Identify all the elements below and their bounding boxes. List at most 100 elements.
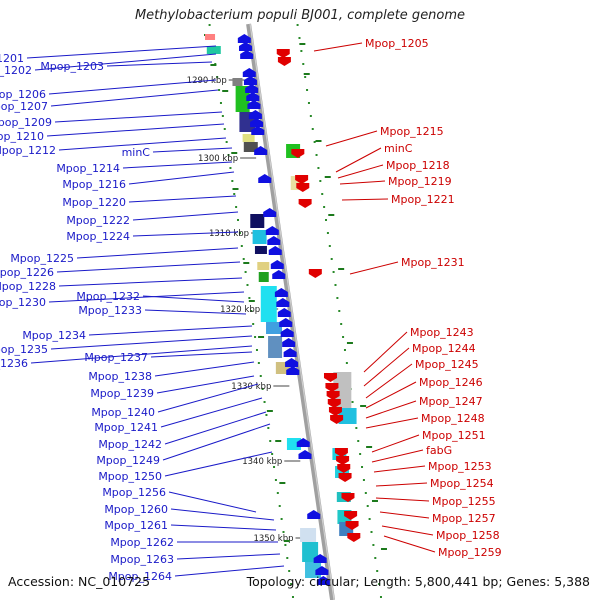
gene-arrow xyxy=(298,199,312,208)
label-leader-line xyxy=(157,383,259,413)
track-dot xyxy=(351,401,354,403)
track-segment xyxy=(371,500,378,502)
scale-label: 1320 kbp xyxy=(220,305,260,315)
gene-arrow xyxy=(242,68,256,77)
track-dot xyxy=(364,492,367,494)
track-dot xyxy=(240,245,243,247)
track-dot xyxy=(317,167,320,169)
gene-arrow xyxy=(243,76,257,85)
track-dot xyxy=(304,76,307,78)
feature-block xyxy=(242,134,255,142)
label-leader-line xyxy=(365,400,417,419)
label-leader-line xyxy=(58,137,227,151)
left-gene-label: Mpop_1206 xyxy=(0,88,46,101)
label-leader-line xyxy=(170,508,275,521)
track-dot xyxy=(231,180,234,182)
track-dot xyxy=(321,193,324,195)
track-dot xyxy=(223,128,226,130)
label-leader-line xyxy=(76,247,239,259)
gene-arrow xyxy=(280,328,294,337)
gene-arrow xyxy=(323,373,337,382)
track-dot xyxy=(274,479,277,481)
left-gene-label: Mpop_1202 xyxy=(0,64,32,77)
gene-arrow xyxy=(277,308,291,317)
label-leader-line xyxy=(371,449,424,463)
track-dot xyxy=(280,518,283,520)
track-dot xyxy=(284,544,287,546)
gene-arrow xyxy=(245,84,259,93)
label-leader-line xyxy=(375,482,428,487)
gene-arrow xyxy=(315,566,329,575)
label-leader-line xyxy=(174,565,285,577)
feature-block xyxy=(266,322,283,334)
feature-block xyxy=(300,528,317,542)
track-dot xyxy=(208,24,211,26)
gene-arrow xyxy=(337,464,351,473)
track-dot xyxy=(361,466,364,468)
gene-arrow xyxy=(285,358,299,367)
track-segment xyxy=(324,176,331,178)
track-segment xyxy=(366,446,373,448)
track-dot xyxy=(343,349,346,351)
gene-arrow xyxy=(344,511,358,520)
label-leader-line xyxy=(381,525,434,536)
track-dot xyxy=(325,219,328,221)
gene-arrow xyxy=(328,407,342,416)
gene-arrow xyxy=(282,338,296,347)
label-leader-line xyxy=(164,451,273,477)
label-leader-line xyxy=(365,381,417,409)
gene-arrow xyxy=(308,269,322,278)
track-dot xyxy=(311,128,314,130)
left-gene-label: Mpop_1236 xyxy=(0,357,28,370)
accession-text: Accession: NC_010725 xyxy=(8,574,151,589)
track-dot xyxy=(328,245,331,247)
left-gene-label: Mpop_1250 xyxy=(98,470,162,483)
track-segment xyxy=(266,410,273,412)
track-dot xyxy=(332,271,335,273)
right-gene-label: Mpop_1247 xyxy=(419,395,483,408)
track-dot xyxy=(276,492,279,494)
label-leader-line xyxy=(363,347,410,387)
label-leader-line xyxy=(128,171,235,185)
track-dot xyxy=(372,544,375,546)
label-leader-line xyxy=(341,198,389,201)
track-dot xyxy=(370,531,373,533)
track-dot xyxy=(323,206,326,208)
track-dot xyxy=(261,388,264,390)
feature-block xyxy=(250,214,265,228)
track-dot xyxy=(355,427,358,429)
track-segment xyxy=(346,342,353,344)
left-gene-label: Mpop_1263 xyxy=(110,553,174,566)
right-gene-label: Mpop_1255 xyxy=(432,495,496,508)
track-dot xyxy=(254,336,257,338)
left-gene-label: Mpop_1240 xyxy=(91,406,155,419)
feature-block xyxy=(243,142,258,152)
gene-arrow xyxy=(268,246,282,255)
right-gene-label: Mpop_1244 xyxy=(412,342,476,355)
label-leader-line xyxy=(349,261,399,275)
label-leader-line xyxy=(379,511,430,519)
feature-block xyxy=(232,78,243,86)
left-gene-label: Mpop_1225 xyxy=(10,252,74,265)
gene-arrow xyxy=(316,576,330,585)
track-dot xyxy=(271,453,274,455)
label-leader-line xyxy=(54,111,223,123)
track-dot xyxy=(315,154,318,156)
track-dot xyxy=(342,336,345,338)
label-leader-line xyxy=(50,89,219,107)
label-leader-line xyxy=(132,211,239,221)
left-gene-label: Mpop_1207 xyxy=(0,100,48,113)
scale-label: 1300 kbp xyxy=(198,154,238,164)
left-gene-label: Mpop_1226 xyxy=(0,266,54,279)
track-dot xyxy=(265,414,268,416)
track-dot xyxy=(296,24,299,26)
label-leader-line xyxy=(383,535,436,553)
left-gene-label: Mpop_1228 xyxy=(0,280,56,293)
track-dot xyxy=(252,323,255,325)
gene-arrow xyxy=(338,473,352,482)
left-gene-label: Mpop_1214 xyxy=(56,162,120,175)
track-dot xyxy=(290,583,293,585)
right-gene-label: Mpop_1245 xyxy=(415,358,479,371)
label-leader-line xyxy=(156,375,255,394)
track-segment xyxy=(231,152,238,154)
